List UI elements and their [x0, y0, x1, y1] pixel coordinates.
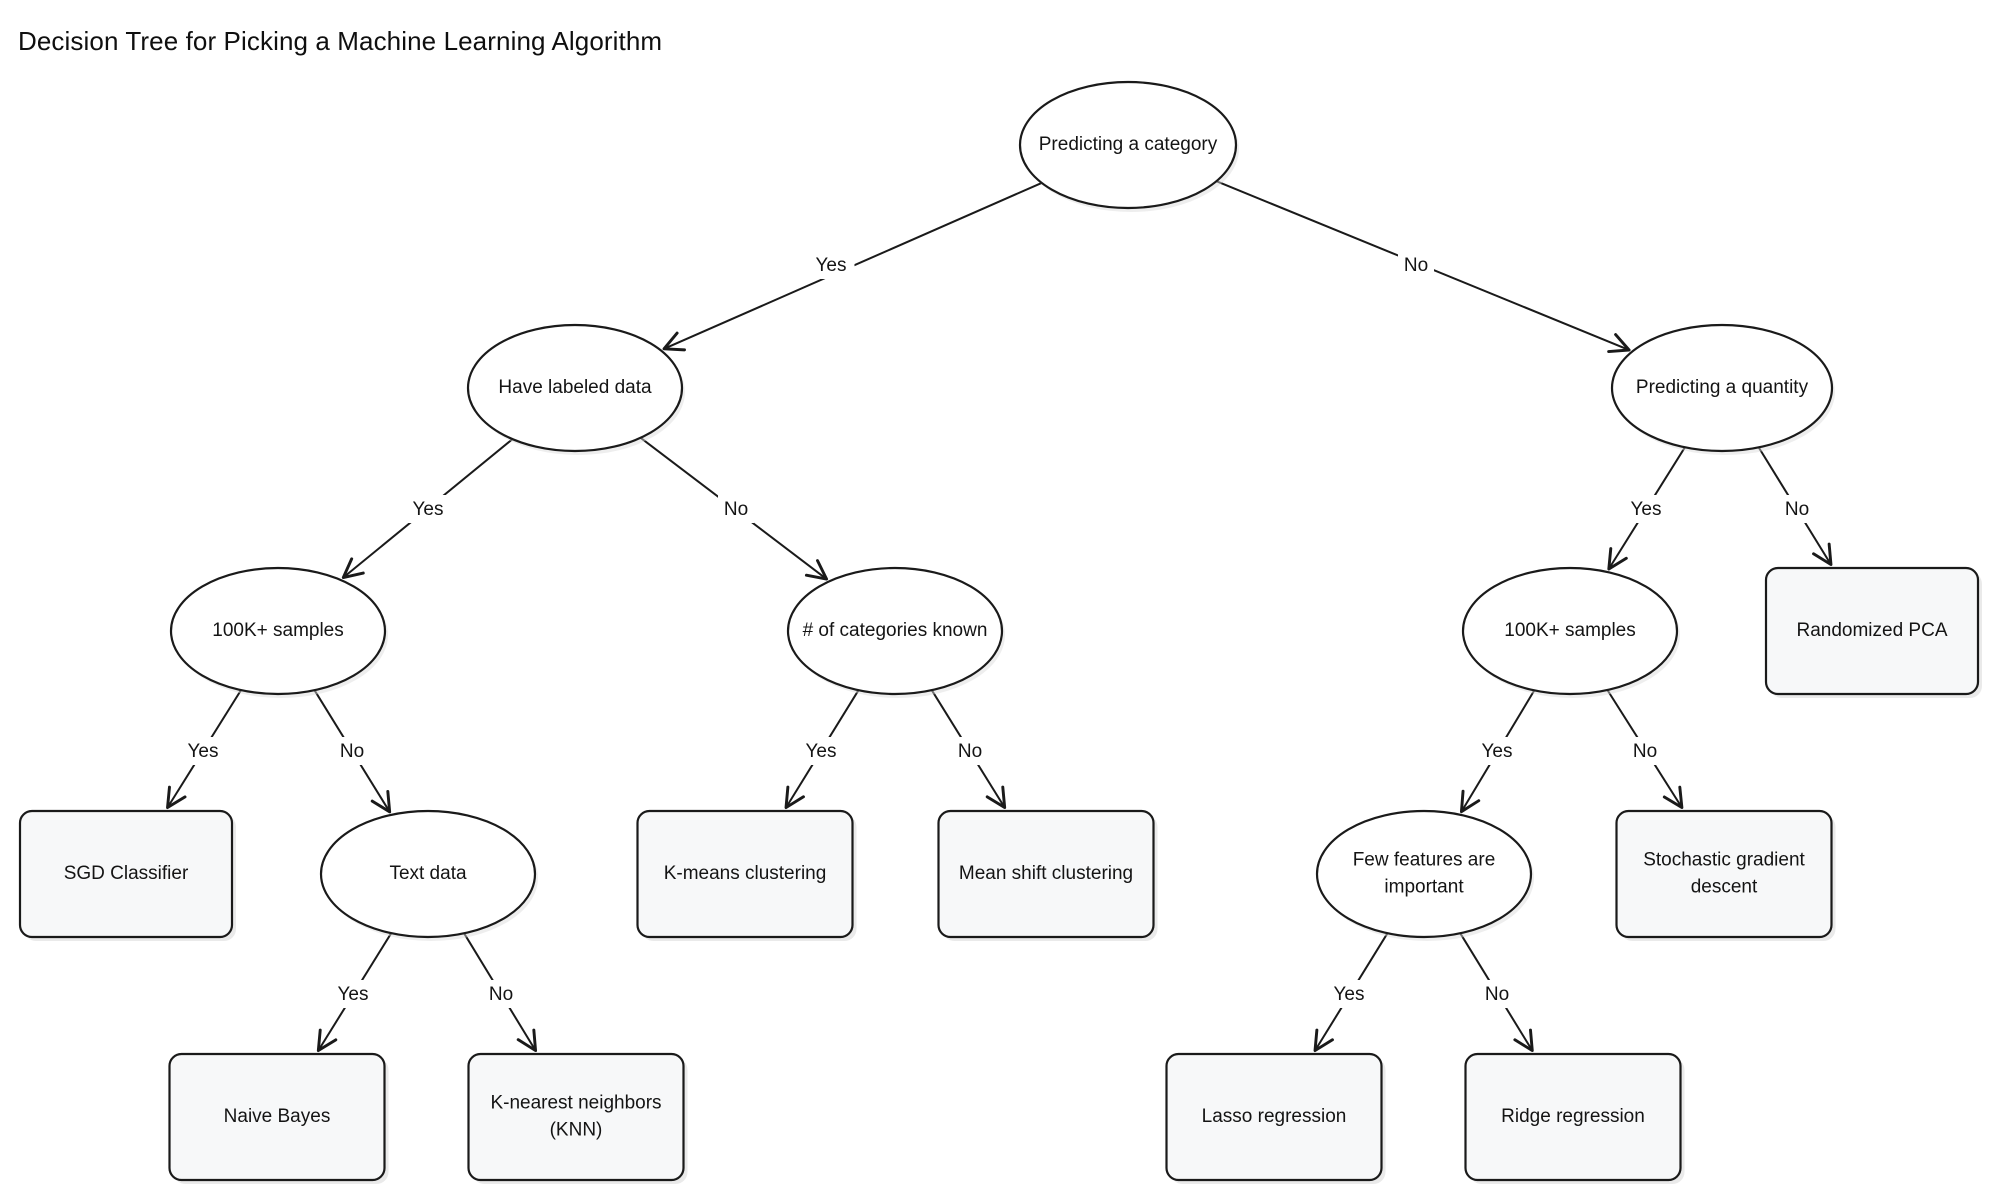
- svg-text:No: No: [340, 741, 364, 762]
- outcome-box[interactable]: [636, 809, 854, 939]
- node-text_data[interactable]: Text data: [319, 809, 538, 941]
- node-rand_pca[interactable]: Randomized PCA: [1764, 566, 1982, 698]
- node-meanshift[interactable]: Mean shift clustering: [937, 809, 1158, 941]
- edge-label-quantity-no: No: [1779, 495, 1815, 523]
- edge-label-labeled-yes: Yes: [404, 495, 452, 523]
- node-kmeans[interactable]: K-means clustering: [636, 809, 857, 941]
- decision-ellipse[interactable]: [466, 323, 684, 453]
- node-label: Text data: [389, 863, 467, 884]
- node-sgd_clf[interactable]: SGD Classifier: [18, 809, 236, 941]
- node-samples_left[interactable]: 100K+ samples: [169, 566, 388, 698]
- edge-label-samples_left-yes: Yes: [179, 737, 227, 765]
- node-labeled[interactable]: Have labeled data: [466, 323, 685, 455]
- edge-label-few_features-no: No: [1479, 980, 1515, 1008]
- outcome-box[interactable]: [937, 809, 1155, 939]
- svg-text:No: No: [1633, 741, 1657, 762]
- edge-label-labeled-no: No: [718, 495, 754, 523]
- svg-text:Yes: Yes: [188, 741, 219, 762]
- node-label: K-nearest neighbors(KNN): [490, 1093, 661, 1141]
- svg-text:Yes: Yes: [806, 741, 837, 762]
- node-label: Have labeled data: [498, 377, 652, 398]
- edge-label-text_data-yes: Yes: [329, 980, 377, 1008]
- node-quantity[interactable]: Predicting a quantity: [1610, 323, 1835, 455]
- svg-text:No: No: [489, 984, 513, 1005]
- svg-text:Yes: Yes: [1482, 741, 1513, 762]
- node-cats_known[interactable]: # of categories known: [786, 566, 1005, 698]
- outcome-box[interactable]: [467, 1052, 685, 1182]
- svg-text:Yes: Yes: [413, 499, 444, 520]
- svg-text:No: No: [1785, 499, 1809, 520]
- edge-label-quantity-yes: Yes: [1622, 495, 1670, 523]
- node-label: Ridge regression: [1501, 1106, 1645, 1127]
- node-label: Randomized PCA: [1796, 620, 1947, 641]
- edge-label-few_features-yes: Yes: [1325, 980, 1373, 1008]
- svg-text:No: No: [1404, 255, 1428, 276]
- node-label: Naive Bayes: [224, 1106, 331, 1127]
- edge-label-root-no: No: [1398, 251, 1434, 279]
- outcome-box[interactable]: [1764, 566, 1980, 696]
- decision-ellipse[interactable]: [1018, 80, 1238, 210]
- node-label: Predicting a category: [1039, 134, 1218, 155]
- svg-text:Yes: Yes: [816, 255, 847, 276]
- outcome-box[interactable]: [168, 1052, 386, 1182]
- edge-label-cats_known-yes: Yes: [797, 737, 845, 765]
- node-label: Lasso regression: [1202, 1106, 1347, 1127]
- edge-label-text_data-no: No: [483, 980, 519, 1008]
- svg-text:No: No: [1485, 984, 1509, 1005]
- edge-label-samples_right-yes: Yes: [1473, 737, 1521, 765]
- page-title: Decision Tree for Picking a Machine Lear…: [18, 26, 663, 56]
- node-samples_right[interactable]: 100K+ samples: [1461, 566, 1680, 698]
- node-knn[interactable]: K-nearest neighbors(KNN): [467, 1052, 688, 1184]
- svg-text:No: No: [724, 499, 748, 520]
- node-label: K-means clustering: [664, 863, 827, 884]
- outcome-box[interactable]: [18, 809, 234, 939]
- node-label: # of categories known: [803, 620, 988, 641]
- decision-ellipse[interactable]: [786, 566, 1004, 696]
- outcome-box[interactable]: [1464, 1052, 1682, 1182]
- node-label: SGD Classifier: [64, 863, 189, 884]
- node-root[interactable]: Predicting a category: [1018, 80, 1239, 212]
- decision-ellipse[interactable]: [1461, 566, 1679, 696]
- svg-text:Yes: Yes: [338, 984, 369, 1005]
- node-label: Mean shift clustering: [959, 863, 1133, 884]
- svg-text:Yes: Yes: [1631, 499, 1662, 520]
- decision-ellipse[interactable]: [1315, 809, 1533, 939]
- node-label: 100K+ samples: [212, 620, 344, 641]
- outcome-box[interactable]: [1615, 809, 1833, 939]
- node-label: 100K+ samples: [1504, 620, 1636, 641]
- decision-ellipse[interactable]: [319, 809, 537, 939]
- decision-ellipse[interactable]: [1610, 323, 1834, 453]
- decision-ellipse[interactable]: [169, 566, 387, 696]
- outcome-box[interactable]: [1165, 1052, 1383, 1182]
- node-ridge[interactable]: Ridge regression: [1464, 1052, 1685, 1184]
- edge-label-samples_left-no: No: [334, 737, 370, 765]
- edge-label-cats_known-no: No: [952, 737, 988, 765]
- svg-text:Yes: Yes: [1334, 984, 1365, 1005]
- node-naive_bayes[interactable]: Naive Bayes: [168, 1052, 389, 1184]
- node-lasso[interactable]: Lasso regression: [1165, 1052, 1386, 1184]
- svg-text:No: No: [958, 741, 982, 762]
- edge-label-samples_right-no: No: [1627, 737, 1663, 765]
- edge-label-root-yes: Yes: [807, 251, 855, 279]
- node-label: Predicting a quantity: [1636, 377, 1809, 398]
